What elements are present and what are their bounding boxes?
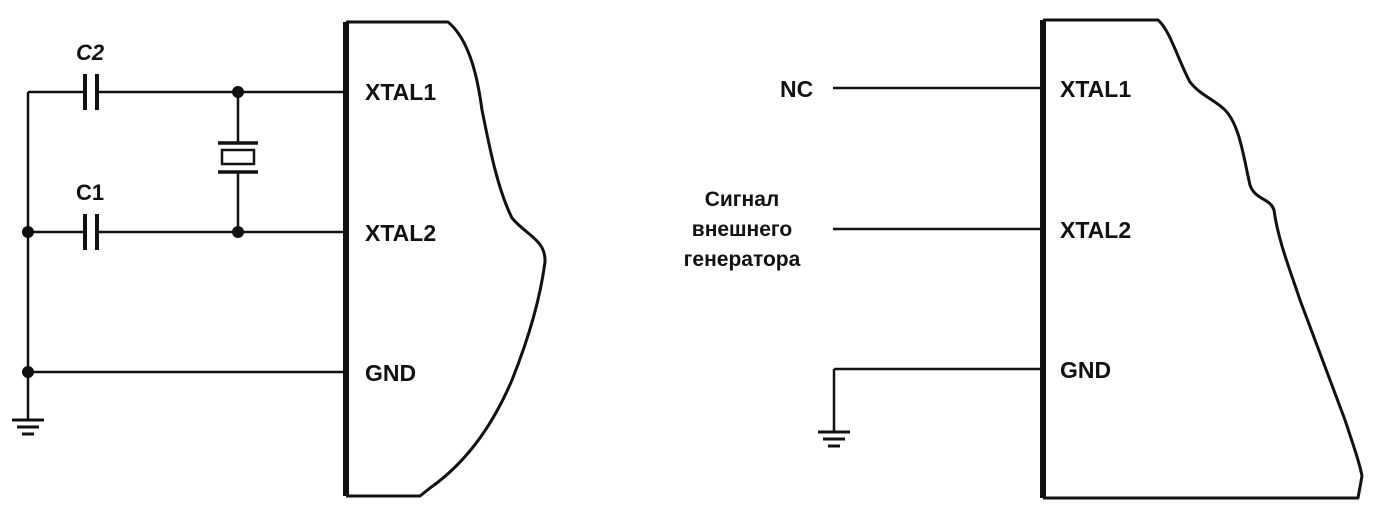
right-xtal2-label: XTAL2: [1060, 217, 1131, 243]
right-gnd-label: GND: [1060, 357, 1111, 383]
right-ground-symbol: [818, 430, 850, 448]
right-circuit: NC Сигнал внешнего генератора XTAL1 XTAL…: [684, 18, 1364, 500]
junction-dot: [232, 86, 244, 98]
c2-label: C2: [76, 40, 105, 65]
left-chip-outline: [346, 20, 547, 498]
crystal-resonator: [218, 92, 258, 232]
signal-label-line-3: генератора: [684, 248, 801, 271]
right-xtal1-label: XTAL1: [1060, 76, 1131, 102]
left-xtal1-label: XTAL1: [365, 79, 436, 105]
capacitor-c1: [83, 214, 99, 250]
capacitor-c2: [83, 74, 99, 110]
left-ground-symbol: [12, 418, 44, 436]
left-circuit: C2 C1 XTAL1 XTAL2 GND: [12, 20, 547, 498]
left-xtal2-label: XTAL2: [365, 220, 436, 246]
right-chip-outline: [1043, 18, 1364, 500]
nc-label: NC: [780, 76, 813, 102]
c1-label: C1: [76, 180, 104, 205]
junction-dot: [22, 226, 34, 238]
signal-label-line-1: Сигнал: [705, 188, 780, 211]
junction-dot: [22, 366, 34, 378]
left-gnd-label: GND: [365, 360, 416, 386]
junction-dot: [232, 226, 244, 238]
signal-label-line-2: внешнего: [692, 218, 792, 241]
left-chip-body: [343, 20, 547, 498]
right-chip-body: [1040, 18, 1364, 500]
